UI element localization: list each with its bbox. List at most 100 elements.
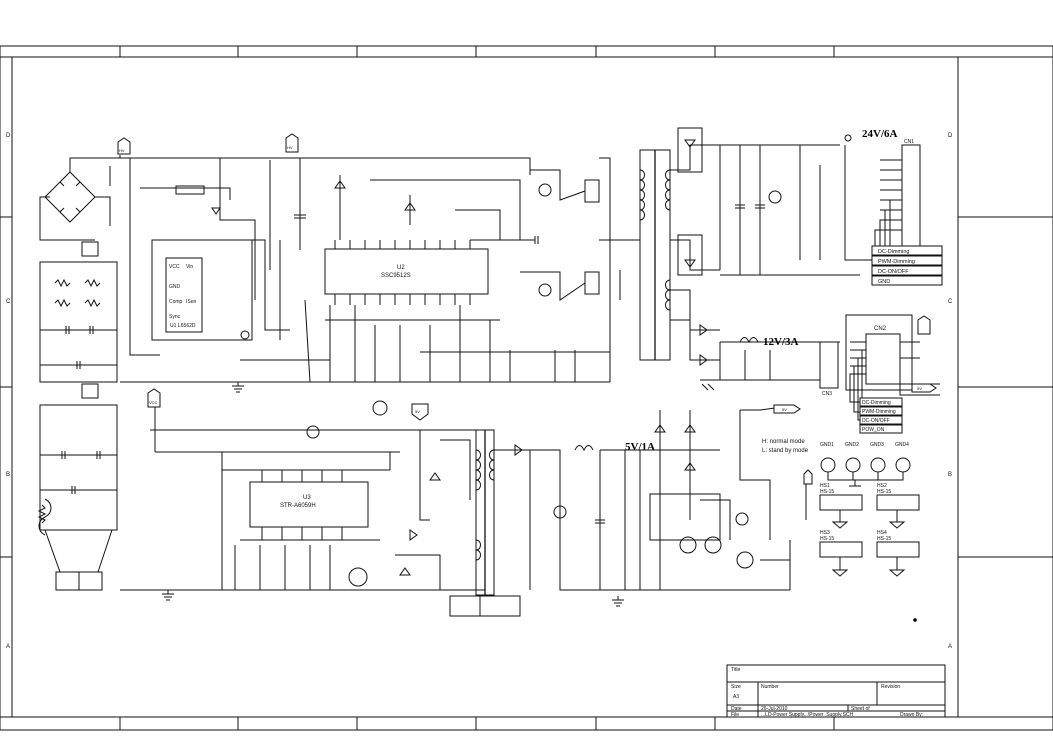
llc-controller-block: U2 SSC9512S (240, 157, 640, 383)
heatsink-sub: HS-15 (820, 536, 834, 542)
mode-notes: H: normal mode L: stand by mode (762, 439, 809, 454)
heatsink-sub: HS-15 (820, 489, 834, 495)
heatsink-label: HS2 (877, 483, 887, 489)
zone-letter: C (948, 299, 953, 305)
pfc-inductor (175, 185, 205, 195)
revision-label: Revision (881, 684, 900, 690)
pfc-controller-block: VCC Vin GND Comp ISen Sync U1 L6562D (129, 158, 306, 356)
chip-u1-name: L6562D (178, 323, 196, 329)
net-label: DC-ON/OFF (862, 418, 890, 424)
size-value: A3 (733, 694, 739, 700)
zone-letters: D C B A D C B A (6, 133, 953, 650)
zone-letter: D (6, 133, 11, 139)
gnd-pad (845, 457, 861, 473)
opto-coupler (768, 190, 782, 204)
cn2-signal-labels: DC-Dimming PWM-Dimming DC-ON/OFF POW_ON (859, 397, 903, 434)
opto-coupler (553, 505, 567, 519)
gnd-pad (895, 457, 911, 473)
zone-letter: A (6, 644, 10, 650)
net-label: GND (878, 279, 890, 285)
date-value: 26-Jul-2010 (761, 706, 788, 712)
size-label: Size (731, 684, 741, 690)
heatsink (876, 541, 920, 558)
connector-cn2-label: CN2 (874, 326, 887, 332)
half-bridge-mosfets (520, 157, 640, 382)
transistor-q (704, 536, 722, 554)
file-label: File (731, 712, 739, 718)
net-label: PWM-Dimming (878, 259, 915, 265)
chip-u2-ref: U2 (397, 265, 405, 271)
transistor-q (679, 536, 697, 554)
chip-u3-name: STR-A6059H (280, 503, 316, 509)
net-tag: VCC (149, 400, 158, 405)
test-point (844, 134, 852, 142)
output-12v-section: 12V/3A CN3 CN2 DC-Dimming PWM-Dimming (670, 289, 940, 434)
transistor-q (306, 425, 320, 439)
chip-u1 (165, 257, 203, 333)
heatsink-sub: HS-15 (877, 536, 891, 542)
choke-l1 (81, 241, 99, 257)
heatsink-sub: HS-15 (877, 489, 891, 495)
u2-pins (334, 240, 471, 305)
mode-note-standby: L: stand by mode (762, 448, 809, 454)
u1-pin-label: GND (169, 284, 181, 290)
net-tags: HV HV VCC 5V 5V 5V (117, 133, 937, 485)
heatsink (876, 494, 920, 511)
ground-symbols (162, 382, 861, 607)
u1-pin-label: Vin (186, 264, 193, 270)
net-tag: 5V (782, 407, 787, 412)
gnd-pad (820, 457, 836, 473)
heatsinks: HS1 HS-15 HS2 HS-15 HS3 HS-15 HS4 HS-15 (819, 483, 920, 622)
chip-u3-ref: U3 (303, 495, 311, 501)
zone-letter: B (948, 472, 952, 478)
heatsink-label: HS1 (820, 483, 830, 489)
heatsink (819, 541, 863, 558)
rail-24v-label: 24V/6A (862, 128, 898, 140)
title-label: Title (731, 667, 740, 673)
connector-cn3 (819, 341, 839, 389)
sheet-label: Sheet of (851, 706, 870, 712)
cn1-signal-labels: DC-Dimming PWM-Dimming DC-ON/OFF GND (871, 245, 943, 286)
net-label: POW_ON (862, 427, 885, 433)
ground-pads: GND1 GND2 GND3 GND4 (820, 442, 911, 481)
gnd-pad-label: GND3 (870, 442, 884, 448)
connector-cn1-label: CN1 (904, 139, 914, 145)
gnd-pad (870, 457, 886, 473)
transistor-q (348, 567, 368, 587)
gnd-pad-label: GND4 (895, 442, 909, 448)
date-label: Date (731, 706, 742, 712)
u1-pin-label: VCC (169, 264, 180, 270)
net-label: DC-ON/OFF (878, 269, 909, 275)
heatsink-label: HS3 (820, 530, 830, 536)
output-24v-section: 24V/6A CN1 DC-Dimming PWM-Dimming DC-ON/… (670, 127, 943, 286)
net-tag: HV (287, 145, 293, 150)
net-label: DC-Dimming (878, 249, 909, 255)
zone-letter: C (6, 299, 11, 305)
bridge-rectifier (44, 171, 96, 223)
chip-u3 (249, 481, 369, 528)
chip-u1-ref: U1 (170, 323, 177, 329)
u1-pin-label: ISen (186, 299, 197, 305)
test-point (240, 330, 250, 340)
rail-12v-label: 12V/3A (763, 336, 799, 348)
chip-u2-name: SSC9512S (381, 273, 411, 279)
gnd-pad-label: GND1 (820, 442, 834, 448)
connector-cn3-label: CN3 (822, 391, 832, 397)
zone-letter: D (948, 133, 953, 139)
transistor-q (736, 551, 754, 569)
choke-l2 (81, 383, 99, 399)
mode-note-normal: H: normal mode (762, 439, 805, 445)
u1-pin-label: Sync (169, 314, 181, 320)
drawing-frame: D C B A D C B A (0, 45, 1053, 731)
net-tag: 5V (415, 409, 420, 414)
heatsink (819, 494, 863, 511)
net-label: DC-Dimming (862, 400, 891, 406)
standby-block: U3 STR-A6059H (120, 400, 521, 617)
opto-coupler (735, 512, 749, 526)
connector-cn2-frame (845, 314, 913, 391)
title-block: Title Size A3 Number Revision Date 26-Ju… (726, 664, 946, 718)
bootstrap-diode (404, 202, 416, 211)
zone-letter: A (948, 644, 952, 650)
input-filter-section (37, 155, 610, 591)
